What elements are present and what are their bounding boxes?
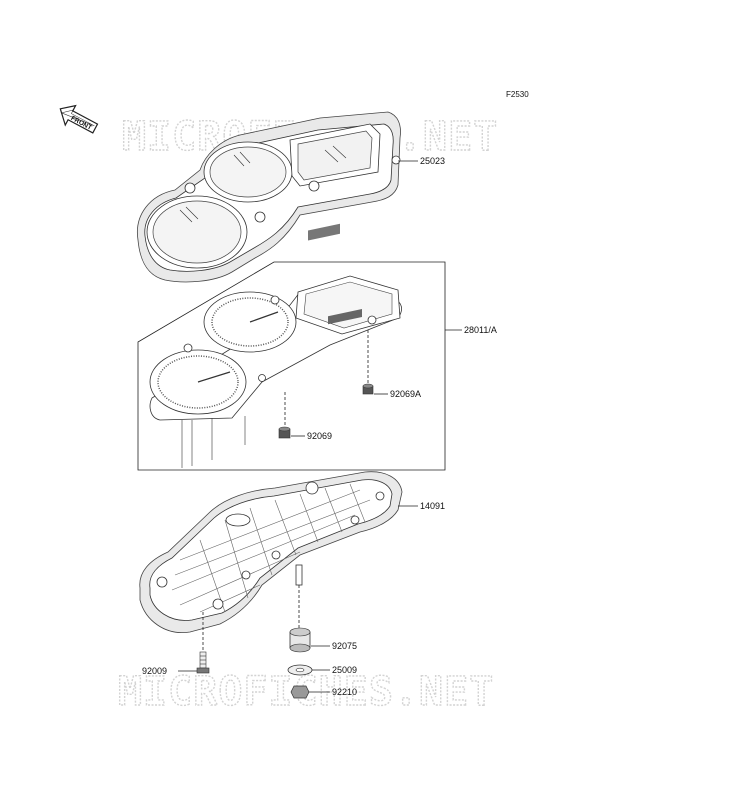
screw-92009 (196, 651, 210, 674)
part-label-28011A: 28011/A (464, 325, 497, 335)
washer-25009 (287, 664, 313, 676)
meter-assembly-28011A (149, 223, 402, 468)
screw-92069A (362, 383, 374, 395)
meter-cover-25023 (136, 111, 401, 283)
grommet-92075 (289, 627, 311, 653)
part-label-14091: 14091 (420, 501, 445, 511)
screw-92069 (278, 426, 291, 439)
part-label-92009: 92009 (142, 666, 167, 676)
part-label-92069A: 92069A (390, 389, 421, 399)
figure-code: F2530 (506, 90, 529, 99)
meter-assembly-frame (137, 261, 446, 471)
part-label-92069: 92069 (307, 431, 332, 441)
part-label-25009: 25009 (332, 665, 357, 675)
nut-92210 (290, 685, 310, 699)
part-label-25023: 25023 (420, 156, 445, 166)
front-arrow-icon: FRONT (59, 104, 99, 134)
part-label-92210: 92210 (332, 687, 357, 697)
part-label-92075: 92075 (332, 641, 357, 651)
meter-bottom-cover-14091 (139, 471, 403, 634)
